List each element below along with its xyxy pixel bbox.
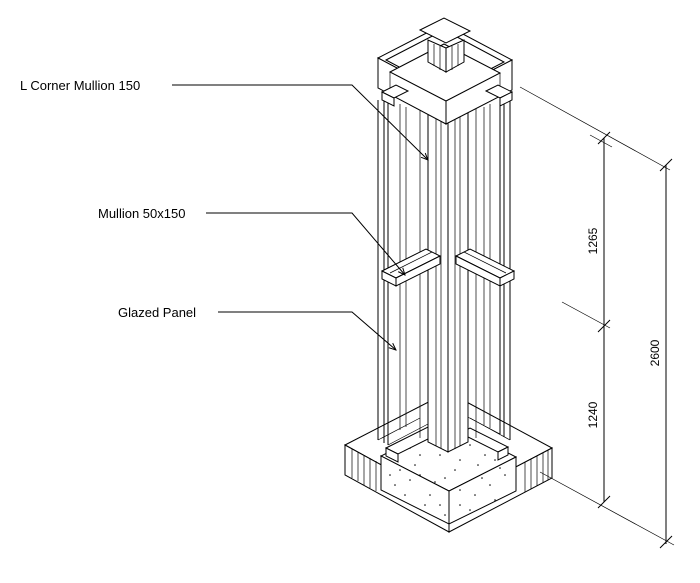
dimension-overall: 2600 (648, 339, 662, 366)
dimension-lower: 1240 (586, 401, 600, 428)
mid-transom-left (380, 248, 442, 287)
label-glazed-panel: Glazed Panel (118, 305, 196, 320)
mid-transom-right (454, 248, 516, 287)
dimension-lines (519, 86, 675, 549)
label-corner-mullion: L Corner Mullion 150 (20, 78, 140, 93)
corner-mullion (419, 104, 477, 453)
leader-glazed-panel (218, 311, 396, 350)
dimension-upper: 1265 (586, 227, 600, 254)
top-cap (376, 17, 514, 125)
bottom-sill (384, 426, 510, 463)
leader-mullion (206, 212, 405, 275)
label-mullion: Mullion 50x150 (98, 206, 185, 221)
leader-corner-mullion (172, 84, 428, 160)
